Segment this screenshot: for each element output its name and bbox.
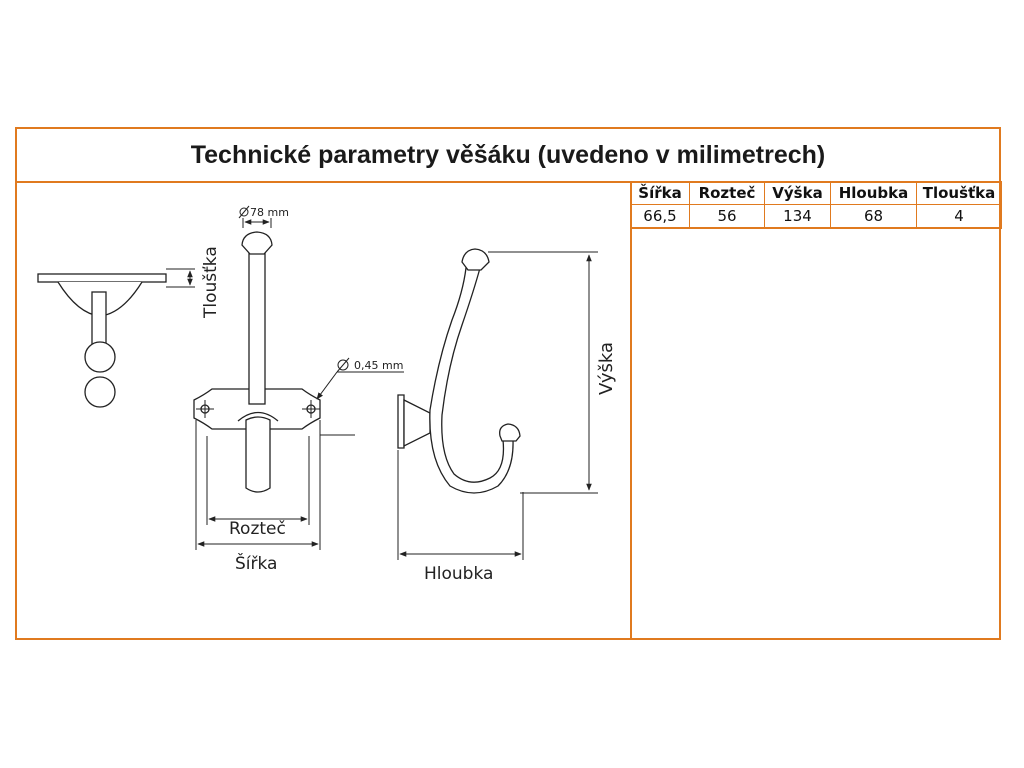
page-title: Technické parametry věšáku (uvedeno v mi… [190, 140, 826, 169]
hloubka-label: Hloubka [424, 564, 493, 584]
table-row: 66,5 56 134 68 4 [630, 204, 1002, 229]
parameter-panel: Šířka Rozteč Výška Hloubka Tloušťka 66,5… [630, 181, 1002, 640]
profile-mount-block [403, 398, 431, 448]
spec-frame: Technické parametry věšáku (uvedeno v mi… [15, 127, 1002, 640]
header-hloubka: Hloubka [830, 181, 917, 205]
header-roztec: Rozteč [689, 181, 765, 205]
tloustka-dimension [166, 268, 195, 288]
table-header-row: Šířka Rozteč Výška Hloubka Tloušťka [630, 181, 1002, 205]
title-bar: Technické parametry věšáku (uvedeno v mi… [17, 129, 999, 183]
value-sirka: 66,5 [630, 204, 690, 229]
side-view-knob-lower [84, 376, 116, 408]
value-roztec: 56 [689, 204, 765, 229]
front-view-dimensions [195, 218, 404, 550]
front-view-lower-arm [245, 416, 271, 493]
profile-view [397, 248, 521, 494]
vyska-label: Výška [596, 342, 617, 395]
profile-dimensions [397, 251, 598, 560]
diameter-symbol-top [238, 205, 250, 219]
value-hloubka: 68 [830, 204, 917, 229]
diameter-symbol-hole [336, 357, 350, 373]
header-tloustka: Tloušťka [916, 181, 1002, 205]
front-view-top-knob [241, 231, 273, 255]
profile-hook-body [429, 267, 514, 494]
front-view-arm-collar [237, 411, 279, 422]
profile-bottom-knob [499, 423, 521, 442]
tloustka-label: Tloušťka [201, 246, 221, 319]
profile-wall-plate [397, 394, 405, 449]
value-tloustka: 4 [916, 204, 1002, 229]
diameter-top-label: 78 mm [250, 206, 289, 219]
side-view-knob-upper [84, 341, 116, 373]
diameter-hole-label: 0,45 mm [354, 359, 403, 372]
roztec-label: Rozteč [229, 519, 286, 539]
sirka-label: Šířka [235, 552, 277, 574]
profile-top-knob [461, 248, 490, 271]
parameter-table: Šířka Rozteč Výška Hloubka Tloušťka 66,5… [630, 181, 1002, 229]
front-view-upper-arm [248, 251, 266, 405]
side-view [37, 273, 167, 408]
side-view-plate [37, 273, 167, 283]
front-view-base-plate [193, 388, 321, 430]
